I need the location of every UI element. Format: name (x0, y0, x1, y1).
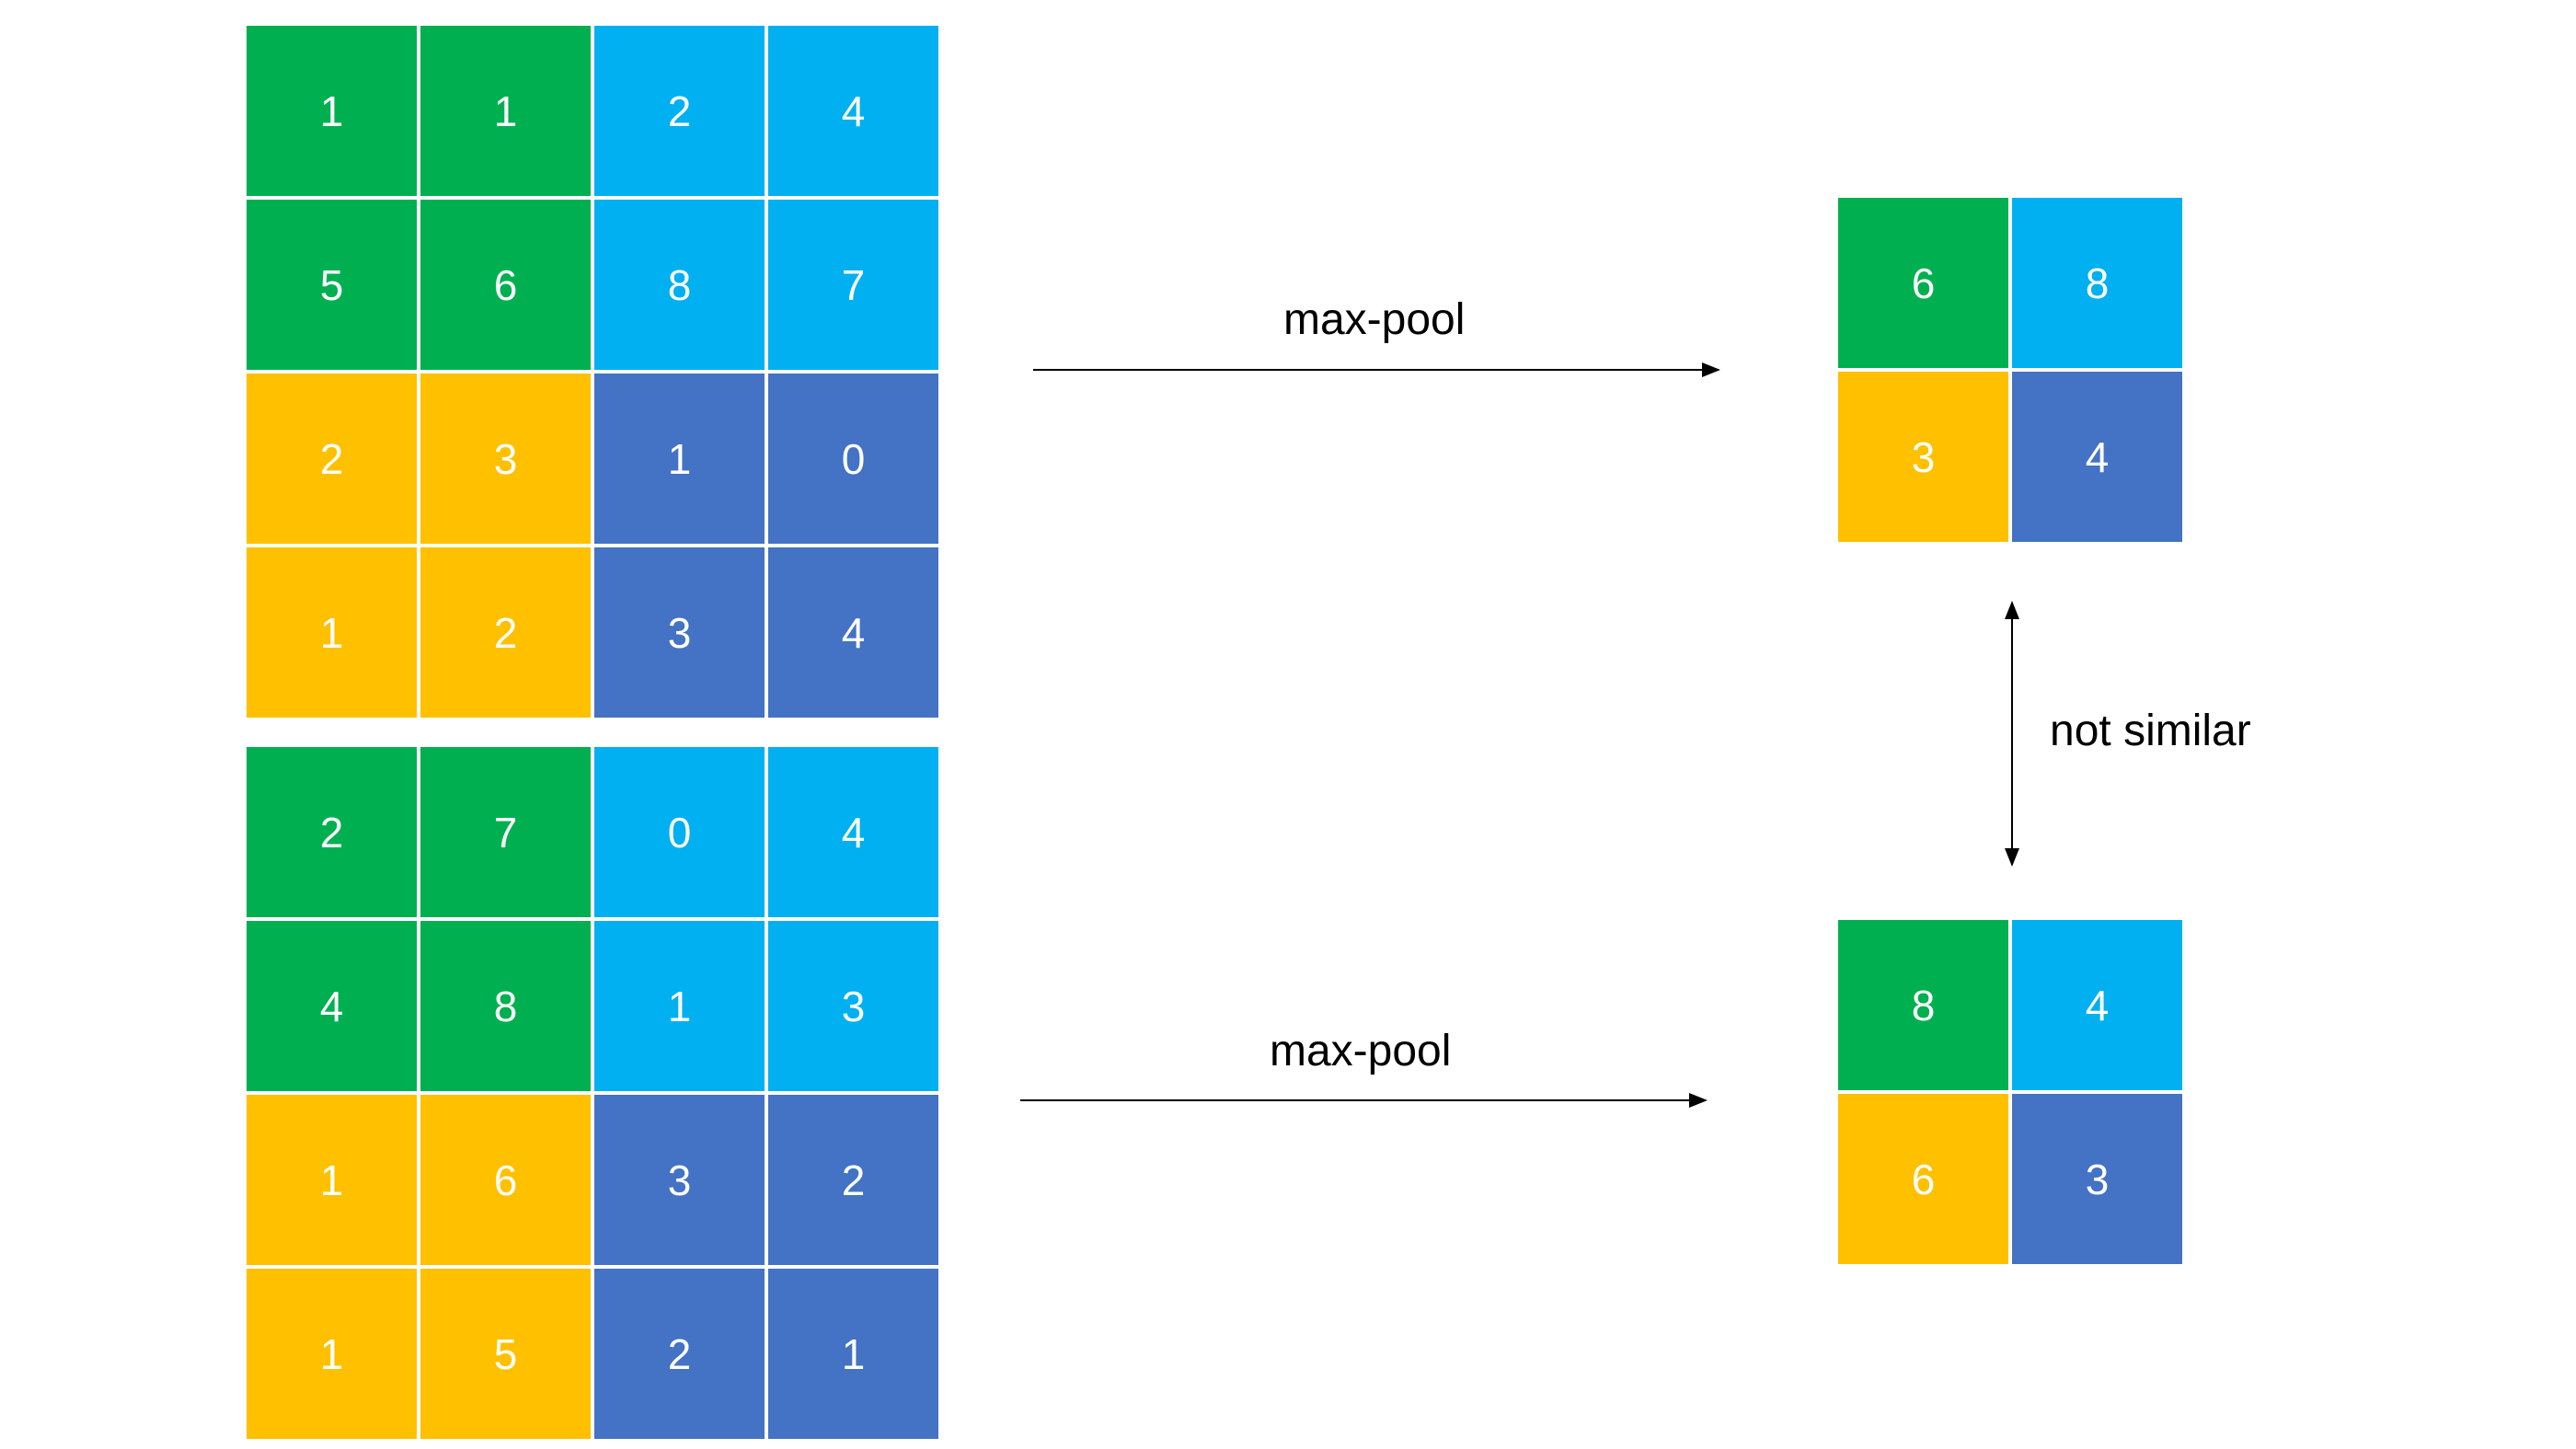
output-grid-bottom: 8 4 6 3 (1838, 920, 2182, 1264)
grid-cell: 1 (594, 374, 765, 544)
grid-cell: 3 (768, 921, 938, 1091)
grid-cell: 1 (247, 547, 417, 718)
grid-cell: 1 (420, 26, 591, 196)
grid-cell: 1 (768, 1269, 938, 1439)
grid-cell: 3 (2012, 1094, 2182, 1264)
grid-cell: 2 (594, 26, 765, 196)
grid-cell: 1 (247, 1269, 417, 1439)
grid-cell: 3 (1838, 372, 2008, 542)
grid-cell: 7 (420, 747, 591, 917)
grid-cell: 2 (247, 747, 417, 917)
grid-cell: 6 (420, 1095, 591, 1265)
input-grid-top: 1 1 2 4 5 6 8 7 2 3 1 0 1 2 3 4 (247, 26, 938, 718)
grid-cell: 2 (768, 1095, 938, 1265)
grid-cell: 6 (1838, 198, 2008, 368)
grid-cell: 4 (768, 26, 938, 196)
grid-cell: 8 (2012, 198, 2182, 368)
max-pool-label-bottom: max-pool (1270, 1027, 1452, 1075)
grid-cell: 4 (768, 747, 938, 917)
max-pool-label-top: max-pool (1283, 295, 1466, 344)
grid-cell: 4 (768, 547, 938, 718)
grid-cell: 6 (420, 200, 591, 370)
grid-cell: 3 (594, 1095, 765, 1265)
input-grid-bottom: 2 7 0 4 4 8 1 3 1 6 3 2 1 5 2 1 (247, 747, 938, 1439)
grid-cell: 2 (594, 1269, 765, 1439)
grid-cell: 0 (768, 374, 938, 544)
output-grid-top: 6 8 3 4 (1838, 198, 2182, 542)
grid-cell: 7 (768, 200, 938, 370)
grid-cell: 2 (420, 547, 591, 718)
grid-cell: 4 (247, 921, 417, 1091)
grid-cell: 4 (2012, 920, 2182, 1090)
grid-cell: 1 (247, 1095, 417, 1265)
grid-cell: 8 (1838, 920, 2008, 1090)
grid-cell: 2 (247, 374, 417, 544)
grid-cell: 0 (594, 747, 765, 917)
grid-cell: 5 (420, 1269, 591, 1439)
grid-cell: 3 (594, 547, 765, 718)
grid-cell: 1 (247, 26, 417, 196)
not-similar-label: not similar (2050, 707, 2251, 755)
grid-cell: 4 (2012, 372, 2182, 542)
grid-cell: 1 (594, 921, 765, 1091)
grid-cell: 5 (247, 200, 417, 370)
grid-cell: 8 (420, 921, 591, 1091)
grid-cell: 6 (1838, 1094, 2008, 1264)
grid-cell: 3 (420, 374, 591, 544)
grid-cell: 8 (594, 200, 765, 370)
